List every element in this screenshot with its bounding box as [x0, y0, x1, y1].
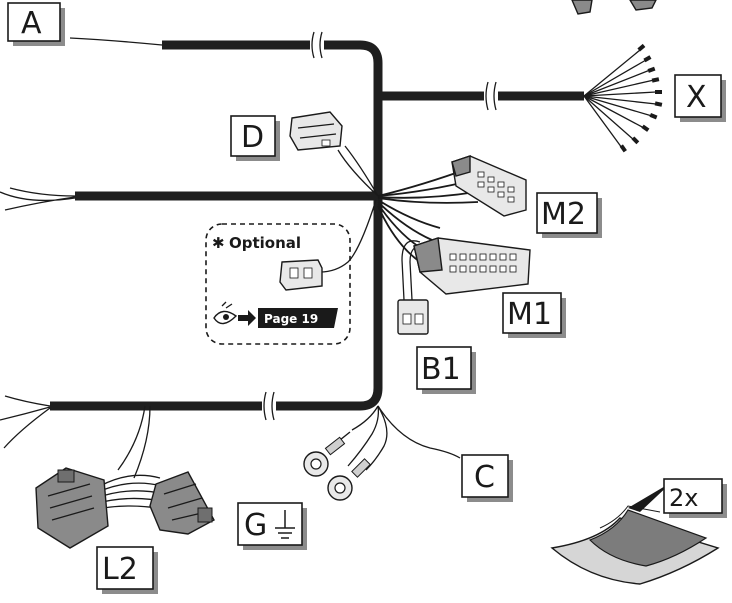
label-d: D	[230, 115, 280, 161]
svg-text:C: C	[474, 460, 495, 495]
label-x: X	[674, 74, 726, 122]
svg-text:2x: 2x	[669, 484, 698, 512]
l2-connector-pair	[35, 405, 215, 549]
ground-symbol-icon	[275, 510, 295, 539]
l2-left-connector	[35, 467, 109, 549]
svg-text:A: A	[21, 6, 42, 41]
arrow-right-icon	[238, 310, 256, 326]
ring-terminal-2	[327, 458, 371, 501]
adhesive-pads	[550, 482, 720, 585]
cut-mark-top	[310, 31, 324, 59]
connector-m1	[413, 237, 531, 295]
thin-wires	[0, 37, 163, 449]
connector-m2	[451, 155, 527, 217]
svg-text:X: X	[686, 80, 707, 115]
connector-b1	[397, 299, 429, 335]
svg-text:M1: M1	[507, 297, 552, 332]
eye-icon	[213, 301, 238, 325]
label-m1: M1	[502, 292, 566, 338]
svg-text:G: G	[244, 508, 267, 543]
svg-text:D: D	[241, 120, 264, 155]
label-b1: B1	[416, 346, 476, 394]
label-m2: M2	[536, 192, 602, 238]
svg-text:B1: B1	[421, 352, 461, 387]
optional-label: Optional	[229, 234, 301, 252]
page-ref-text: Page 19	[264, 312, 318, 326]
optional-box: ✱ Optional Page 19	[205, 223, 351, 345]
branch-wires	[319, 145, 479, 301]
svg-text:L2: L2	[102, 552, 138, 587]
label-a: A	[7, 2, 65, 46]
page-ref-badge[interactable]: Page 19	[258, 308, 338, 328]
ground-rings	[303, 405, 461, 501]
cut-mark-bottom	[262, 391, 276, 421]
harness-trunks	[50, 31, 584, 421]
label-g-ground: G	[237, 502, 307, 550]
optional-connector	[279, 259, 323, 291]
label-l2: L2	[96, 546, 158, 594]
label-quantity: 2x	[663, 478, 727, 518]
cut-mark-x	[484, 81, 498, 111]
partial-connector-top-right	[571, 0, 657, 15]
svg-text:M2: M2	[541, 197, 586, 232]
optional-star: ✱	[212, 234, 225, 252]
x-wire-fanout	[583, 43, 663, 153]
l2-right-connector	[149, 471, 215, 535]
label-c: C	[461, 454, 513, 502]
connector-d	[289, 111, 343, 151]
ring-terminal-1	[303, 431, 351, 477]
